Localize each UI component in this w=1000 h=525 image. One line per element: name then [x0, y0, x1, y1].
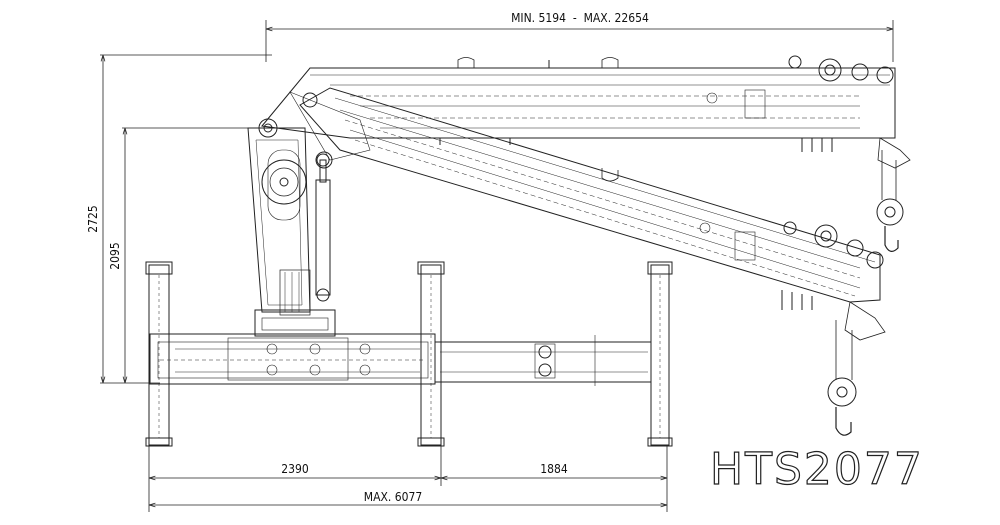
boom-horizontal — [261, 55, 911, 252]
dim-base-right: 1884 — [540, 462, 568, 476]
dim-base-total: MAX. 6077 — [364, 490, 422, 504]
base-frame — [145, 261, 673, 447]
dim-top-reach: MIN. 5194 - MAX. 22654 — [511, 11, 649, 25]
crane-column — [247, 127, 331, 313]
dim-base-left: 2390 — [281, 462, 309, 476]
dim-height-pillar: 2095 — [108, 242, 122, 269]
boom-diagonal — [258, 87, 886, 436]
dimension-lines — [100, 20, 894, 512]
model-label: HTS2077 — [710, 444, 924, 495]
dim-height-total: 2725 — [86, 205, 100, 232]
